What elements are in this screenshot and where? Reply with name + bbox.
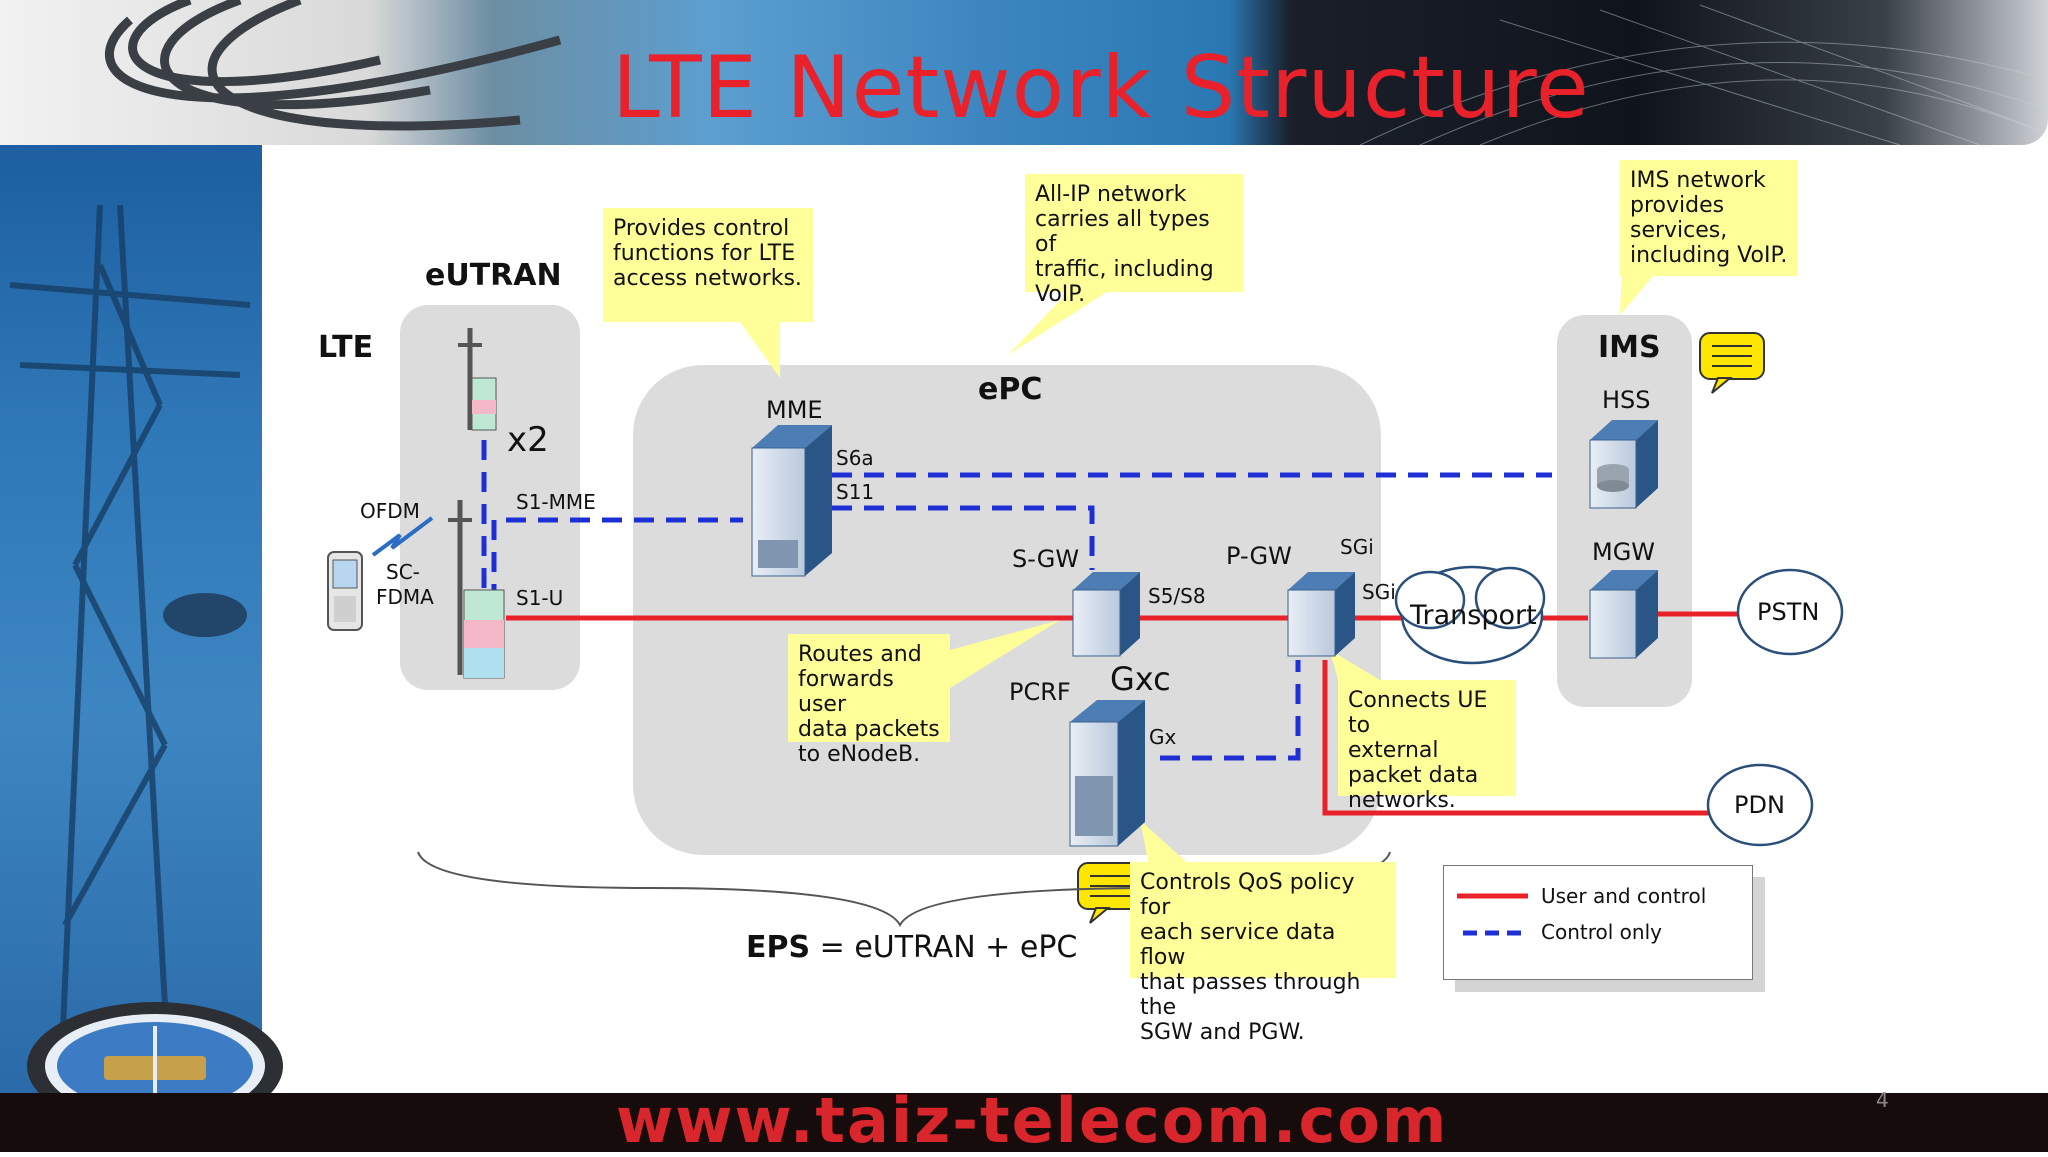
s6a-label: S6a <box>836 446 874 470</box>
callout-line: carries all types of <box>1035 207 1210 257</box>
mgw-server-icon <box>1589 570 1658 659</box>
sidebar-tower-image <box>0 145 262 1096</box>
s1u-label: S1-U <box>516 586 564 610</box>
callout-line: networks. <box>1348 788 1456 813</box>
transport-label: Transport <box>1410 600 1537 631</box>
footer-bar <box>0 1093 2048 1152</box>
callout-line: data packets <box>798 717 940 742</box>
sgw-server-icon <box>1072 572 1140 657</box>
callout-pcrf: Controls QoS policy for each service dat… <box>1130 862 1396 1045</box>
scfdma-label-line2: FDMA <box>376 585 434 609</box>
phone-icon <box>327 551 363 631</box>
callout-line: including VoIP. <box>1630 243 1788 268</box>
s1mme-label: S1-MME <box>516 490 596 514</box>
callout-line: packet data <box>1348 763 1479 788</box>
pgw-server-icon <box>1287 572 1355 657</box>
enodeb-top <box>458 328 497 431</box>
mgw-label: MGW <box>1592 538 1656 566</box>
sgw-label: S-GW <box>1012 545 1080 573</box>
callout-line: Connects UE to <box>1348 688 1488 738</box>
pcrf-label: PCRF <box>1009 678 1071 706</box>
callout-line: services, <box>1630 218 1728 243</box>
callout-line: each service data flow <box>1140 920 1336 970</box>
callout-line: that passes through the <box>1140 970 1361 1020</box>
page-number: 4 <box>1876 1088 1889 1112</box>
pdn-cloud <box>1706 763 1814 847</box>
lte-label: LTE <box>318 330 374 365</box>
callout-line: traffic, including <box>1035 257 1214 282</box>
pdn-label: PDN <box>1734 791 1785 819</box>
user-links <box>506 611 1740 816</box>
legend-swatches <box>1457 893 1528 936</box>
callout-line: external <box>1348 738 1439 763</box>
legend-user-label: User and control <box>1541 884 1707 908</box>
eutran-label: eUTRAN <box>425 258 562 293</box>
s11-label: S11 <box>836 480 875 504</box>
sgw-callout-tail <box>950 620 1060 688</box>
callout-pgw: Connects UE to external packet data netw… <box>1338 680 1516 813</box>
callout-all-ip: All-IP network carries all types of traf… <box>1025 174 1243 307</box>
ofdm-label: OFDM <box>360 499 420 523</box>
callout-line: All-IP network <box>1035 182 1187 207</box>
eps-rest: = eUTRAN + ePC <box>819 930 1078 965</box>
x2-label: x2 <box>507 420 549 460</box>
tower-illustration <box>9 204 251 1096</box>
callout-line: IMS network <box>1630 168 1766 193</box>
pcrf-callout-tail <box>1140 820 1195 870</box>
callout-line: to eNodeB. <box>798 742 921 767</box>
eps-bold: EPS <box>746 930 811 965</box>
sgi-label: SGi <box>1362 580 1396 604</box>
radio-link-icon <box>371 516 434 557</box>
cables-decoration <box>104 0 2048 145</box>
callout-line: provides <box>1630 193 1725 218</box>
callout-line: forwards user <box>798 667 894 717</box>
callout-mme: Provides control functions for LTE acces… <box>603 208 813 322</box>
transport-cloud <box>1394 565 1546 665</box>
callout-line: access networks. <box>613 266 802 291</box>
callout-sgw: Routes and forwards user data packets to… <box>788 634 950 767</box>
mme-label: MME <box>766 396 823 424</box>
legend-control-label: Control only <box>1541 920 1662 944</box>
control-links <box>481 440 1552 761</box>
header-banner: LTE Network Structure <box>0 0 2048 145</box>
pstn-label: PSTN <box>1757 598 1820 626</box>
eps-equation: EPS = eUTRAN + ePC <box>746 930 1077 965</box>
callout-ims: IMS network provides services, including… <box>1620 160 1798 276</box>
pcrf-server-icon <box>1069 700 1145 847</box>
eutran-zone <box>400 305 580 690</box>
callout-line: Controls QoS policy for <box>1140 870 1355 920</box>
callout-line: VoIP. <box>1035 282 1086 307</box>
gxc-label: Gxc <box>1110 660 1171 698</box>
comment-icon <box>1699 332 1765 394</box>
pgw-pdn-link <box>1322 660 1716 816</box>
enodeb-bottom <box>448 500 505 679</box>
callout-line: functions for LTE <box>613 241 796 266</box>
mme-callout-tail <box>740 322 780 378</box>
callout-line: SGW and PGW. <box>1140 1020 1305 1045</box>
epc-label: ePC <box>978 372 1043 407</box>
callout-line: Routes and <box>798 642 922 667</box>
pgw-callout-tail <box>1330 650 1380 680</box>
epc-zone <box>633 365 1381 855</box>
callout-line: Provides control <box>613 216 790 241</box>
sgi-top-label: SGi <box>1340 535 1374 559</box>
pgw-label: P-GW <box>1226 542 1292 570</box>
legend: User and control Control only <box>1443 865 1753 980</box>
hss-label: HSS <box>1602 386 1651 414</box>
ims-callout-tail <box>1620 270 1658 315</box>
ims-label: IMS <box>1598 330 1661 365</box>
pstn-cloud <box>1736 568 1844 656</box>
mme-server-icon <box>751 425 832 577</box>
hss-server-icon <box>1589 420 1658 509</box>
allip-callout-tail <box>1008 290 1110 355</box>
footer-url[interactable]: www.taiz-telecom.com <box>616 1084 1449 1157</box>
s11-link <box>832 505 1095 570</box>
gx-label: Gx <box>1149 725 1177 749</box>
scfdma-label-line1: SC- <box>386 560 420 584</box>
gx-link <box>1160 660 1301 761</box>
s5s8-label: S5/S8 <box>1148 584 1206 608</box>
slide-title: LTE Network Structure <box>612 38 1590 138</box>
